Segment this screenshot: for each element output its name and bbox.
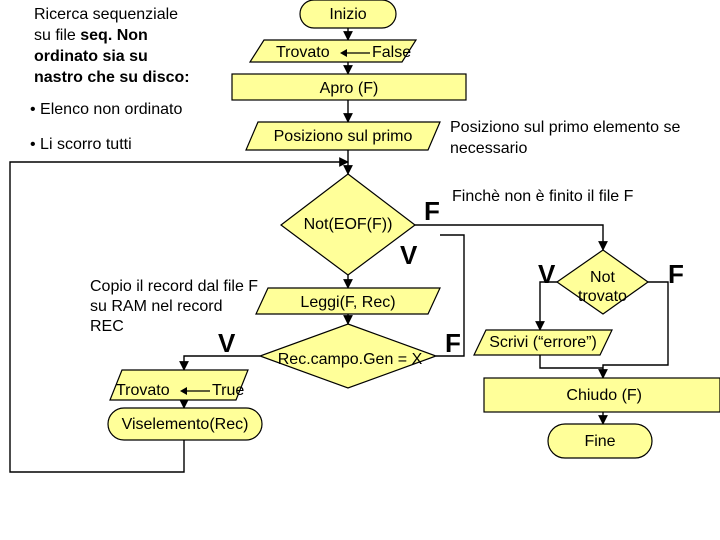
title-line-4: nastro che su disco:: [34, 69, 190, 86]
viselemento-label: Viselemento(Rec): [121, 416, 249, 433]
inizio-label: Inizio: [329, 6, 367, 23]
trovato-false-right-label: False: [372, 44, 412, 61]
fine-label: Fine: [584, 433, 616, 450]
not-trovato-line-1: Not: [590, 269, 615, 286]
trovato-true-parallelogram: [109, 369, 249, 401]
inizio-terminal: [299, 0, 397, 29]
branch-label-eof-false: F: [424, 196, 440, 226]
copy-comment: Copio il record dal file F su RAM nel re…: [90, 277, 258, 337]
chiudo-process: [483, 377, 720, 413]
trovato-true-left-label: Trovato: [116, 382, 170, 399]
left-arrow-icon: [340, 49, 370, 57]
branch-label-nt-true: V: [538, 259, 556, 289]
position-comment-line-1: Posiziono sul primo elemento se: [450, 119, 681, 136]
arrow-eof-false: [415, 224, 608, 251]
viselemento-terminal: [107, 407, 263, 441]
title-line-2: su file seq. Non: [34, 25, 190, 46]
trovato-true-right-label: True: [212, 382, 245, 399]
title-line-2-bold: seq. Non: [80, 27, 148, 44]
copy-comment-line-2: su RAM nel record: [90, 298, 223, 315]
branch-label-rec-false: F: [445, 328, 461, 358]
copy-comment-line-1: Copio il record dal file F: [90, 278, 259, 295]
bullet-2: • Li scorro tutti: [30, 136, 132, 153]
leggi-label: Leggi(F, Rec): [300, 294, 396, 311]
scrivi-parallelogram: [473, 329, 613, 356]
trovato-false-left-label: Trovato: [276, 44, 330, 61]
title-line-2-prefix: su file: [34, 27, 81, 44]
rec-campo-label: Rec.campo.Gen = X: [277, 351, 423, 368]
title-line-3: ordinato sia su: [34, 48, 148, 65]
not-trovato-line-2: trovato: [578, 288, 627, 305]
leggi-parallelogram: [255, 287, 441, 315]
loop-comment: Finchè non è finito il file F: [452, 188, 634, 205]
apro-process: [231, 73, 467, 101]
loop-back-line: [9, 157, 349, 473]
copy-comment-line-3: REC: [90, 318, 124, 335]
arrow-rec-true: [179, 355, 260, 371]
branch-label-eof-true: V: [400, 240, 418, 270]
title-note: Ricerca sequenziale su file seq. Non ord…: [34, 4, 190, 88]
connectors: [9, 28, 669, 473]
posiziono-parallelogram: [245, 121, 441, 151]
chiudo-label: Chiudo (F): [566, 387, 642, 404]
scrivi-join-line: [539, 355, 603, 369]
branch-label-rec-true: V: [218, 328, 236, 358]
apro-label: Apro (F): [319, 80, 379, 97]
shapes: [107, 0, 720, 459]
not-eof-decision: [280, 173, 416, 276]
arrow-nt-true: [535, 281, 557, 331]
position-comment-line-2: necessario: [450, 140, 528, 157]
rec-campo-decision: [258, 323, 438, 389]
arrow-nt-false: [598, 281, 669, 379]
rec-false-line: [436, 234, 465, 357]
not-trovato-decision: [555, 249, 650, 315]
title-line-1: Ricerca sequenziale: [34, 6, 179, 23]
not-trovato-label: Not trovato: [557, 268, 648, 306]
left-arrow-icon: [180, 387, 210, 395]
branch-label-nt-false: F: [668, 259, 684, 289]
trovato-false-parallelogram: [248, 39, 418, 63]
scrivi-label: Scrivi (“errore”): [489, 334, 597, 351]
not-eof-label: Not(EOF(F)): [303, 216, 393, 233]
posiziono-label: Posiziono sul primo: [273, 128, 413, 145]
position-comment: Posiziono sul primo elemento se necessar…: [450, 117, 680, 159]
bullet-1: • Elenco non ordinato: [30, 101, 183, 118]
fine-terminal: [547, 423, 653, 459]
